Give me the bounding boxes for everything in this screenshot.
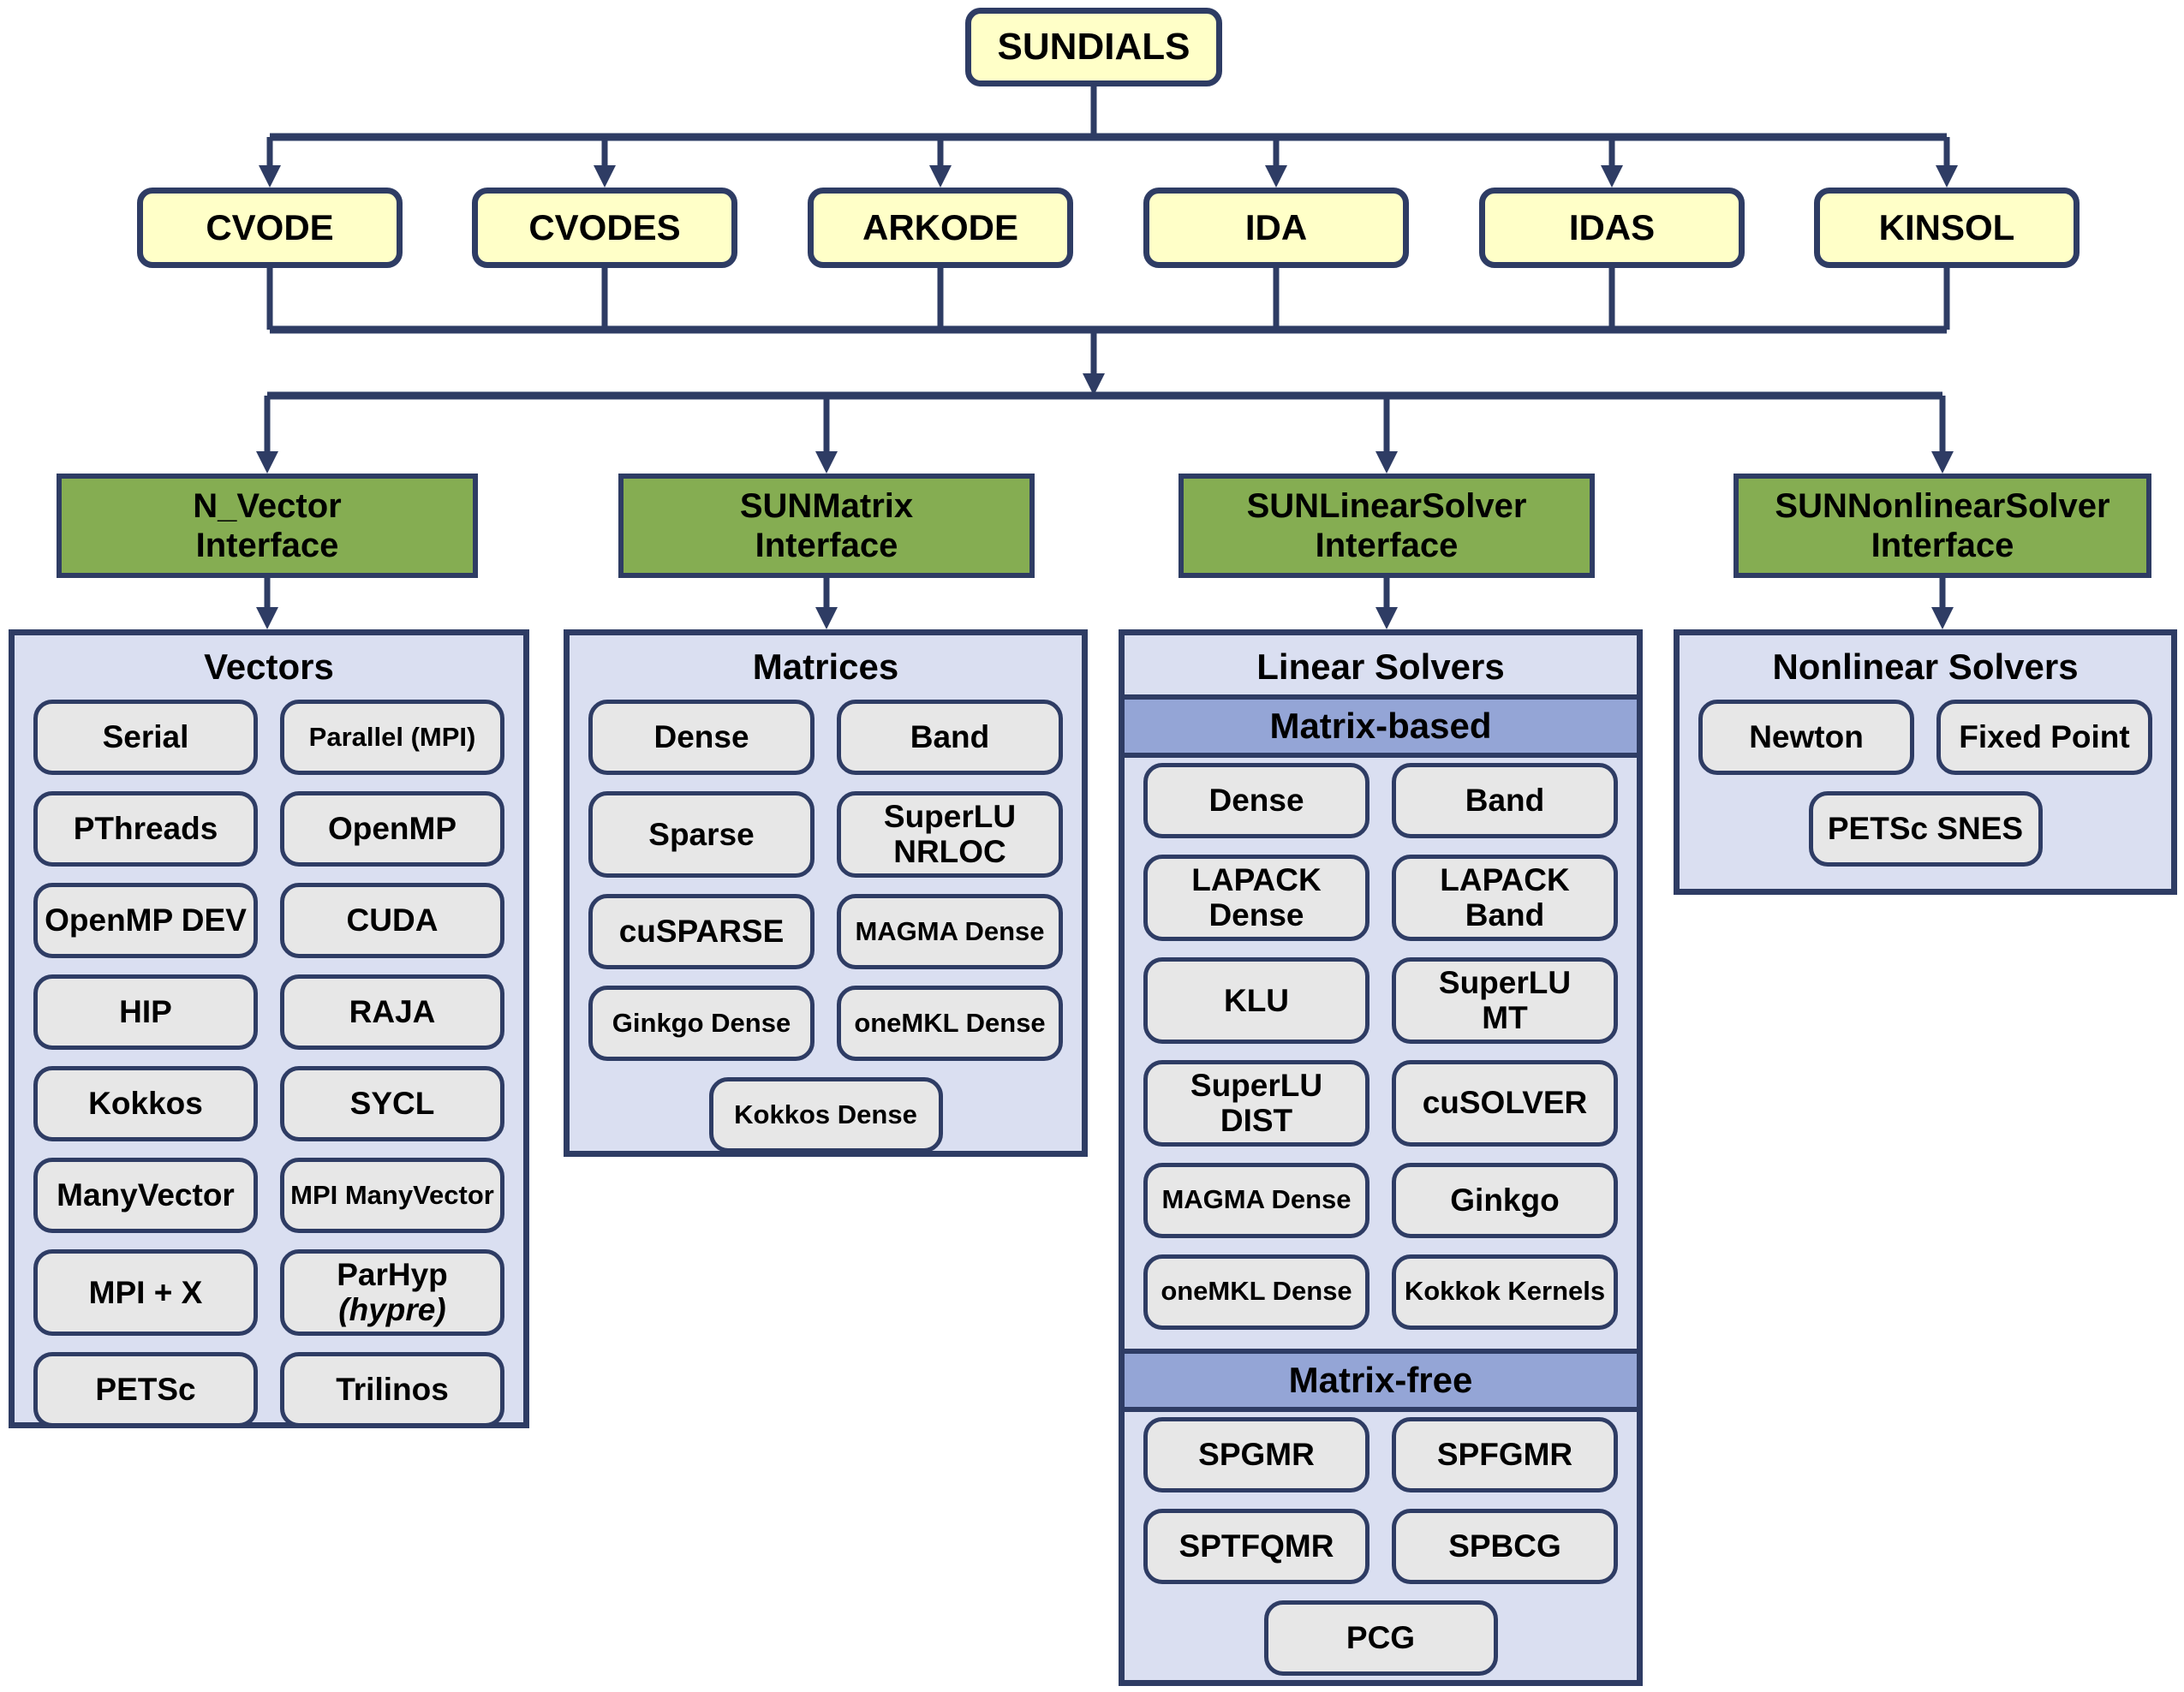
matrix-based-grid: Dense Band LAPACK Dense LAPACK Band KLU … (1125, 758, 1637, 1349)
grid-item: KLU (1143, 956, 1369, 1044)
grid-item: RAJA (280, 974, 504, 1050)
panel-linear-solvers: Linear Solvers Matrix-based Dense Band L… (1119, 629, 1643, 1686)
interface-label-line2: Interface (755, 527, 898, 564)
panel-vectors-grid: Serial Parallel (MPI) PThreads OpenMP Op… (15, 694, 523, 1446)
node-cvode: CVODE (137, 188, 403, 268)
grid-item: ManyVector (33, 1158, 258, 1233)
grid-item: Sparse (588, 791, 815, 878)
panel-nonlinear-grid: Newton Fixed Point PETSc SNES (1680, 694, 2171, 885)
matrix-free-grid: SPGMR SPFGMR SPTFQMR SPBCG PCG (1125, 1412, 1637, 1692)
node-sunlinearsolver-interface: SUNLinearSolver Interface (1179, 474, 1595, 578)
grid-item: SYCL (280, 1066, 504, 1141)
grid-item: cuSOLVER (1392, 1059, 1618, 1147)
grid-item: MAGMA Dense (1143, 1162, 1369, 1238)
grid-item: SPBCG (1392, 1508, 1618, 1584)
section-header-matrix-free: Matrix-free (1125, 1348, 1637, 1412)
grid-item: Trilinos (280, 1351, 504, 1427)
grid-item-parhyp: ParHyp (hypre) (280, 1249, 504, 1336)
interface-label-line1: SUNLinearSolver (1246, 487, 1527, 525)
panel-vectors-title: Vectors (204, 646, 334, 687)
grid-item: MPI ManyVector (280, 1158, 504, 1233)
node-sundials: SUNDIALS (965, 8, 1222, 86)
grid-item-footer: Kokkos Dense (708, 1076, 943, 1153)
grid-item: SuperLU MT (1392, 956, 1618, 1044)
panel-vectors: Vectors Serial Parallel (MPI) PThreads O… (9, 629, 529, 1428)
panel-nonlinear-title: Nonlinear Solvers (1772, 646, 2079, 687)
panel-matrices: Matrices Dense Band Sparse SuperLU NRLOC… (564, 629, 1088, 1157)
grid-item: SuperLU NRLOC (837, 791, 1063, 878)
grid-item: Serial (33, 700, 258, 775)
node-kinsol-label: KINSOL (1878, 207, 2015, 247)
node-idas: IDAS (1479, 188, 1745, 268)
grid-item: LAPACK Dense (1143, 855, 1369, 941)
node-ida: IDA (1143, 188, 1409, 268)
panel-nonlinear-solvers: Nonlinear Solvers Newton Fixed Point PET… (1674, 629, 2177, 895)
grid-item: Newton (1698, 700, 1914, 775)
grid-item: MAGMA Dense (837, 893, 1063, 969)
interface-label-line1: SUNNonlinearSolver (1775, 487, 2110, 525)
node-sunmatrix-interface: SUNMatrix Interface (618, 474, 1035, 578)
node-kinsol: KINSOL (1814, 188, 2080, 268)
grid-item: MPI + X (33, 1249, 258, 1336)
node-cvode-label: CVODE (206, 207, 334, 247)
node-sundials-label: SUNDIALS (997, 26, 1190, 68)
grid-item: HIP (33, 974, 258, 1050)
grid-item: Kokkok Kernels (1392, 1254, 1618, 1330)
interface-label-line1: N_Vector (193, 487, 342, 525)
panel-matrices-grid: Dense Band Sparse SuperLU NRLOC cuSPARSE… (570, 694, 1082, 1171)
node-idas-label: IDAS (1568, 207, 1656, 247)
node-cvodes-label: CVODES (528, 207, 681, 247)
interface-label-line2: Interface (195, 527, 339, 564)
node-cvodes: CVODES (472, 188, 737, 268)
grid-item: Dense (588, 700, 815, 775)
grid-item: SuperLU DIST (1143, 1059, 1369, 1147)
node-arkode-label: ARKODE (862, 207, 1018, 247)
panel-linear-title: Linear Solvers (1256, 646, 1505, 687)
panel-matrices-title: Matrices (752, 646, 899, 687)
grid-item: SPTFQMR (1143, 1508, 1369, 1584)
grid-item-footer: PCG (1263, 1600, 1498, 1676)
node-arkode: ARKODE (808, 188, 1073, 268)
grid-item: Ginkgo Dense (588, 985, 815, 1061)
grid-item: cuSPARSE (588, 893, 815, 969)
grid-item: Band (1392, 763, 1618, 838)
grid-item: Parallel (MPI) (280, 700, 504, 775)
grid-item: OpenMP (280, 791, 504, 867)
grid-item: SPGMR (1143, 1416, 1369, 1492)
grid-item: oneMKL Dense (1143, 1254, 1369, 1330)
grid-item-footer: PETSc SNES (1808, 791, 2043, 867)
grid-item: Band (837, 700, 1063, 775)
node-nvector-interface: N_Vector Interface (57, 474, 478, 578)
grid-item: PThreads (33, 791, 258, 867)
grid-item: Ginkgo (1392, 1162, 1618, 1238)
grid-item: SPFGMR (1392, 1416, 1618, 1492)
section-header-matrix-based: Matrix-based (1125, 694, 1637, 758)
grid-item: oneMKL Dense (837, 985, 1063, 1061)
grid-item: LAPACK Band (1392, 855, 1618, 941)
node-sunnonlinearsolver-interface: SUNNonlinearSolver Interface (1733, 474, 2151, 578)
grid-item: OpenMP DEV (33, 883, 258, 958)
grid-item: Kokkos (33, 1066, 258, 1141)
node-ida-label: IDA (1244, 207, 1308, 247)
grid-item: Fixed Point (1936, 700, 2152, 775)
grid-item: CUDA (280, 883, 504, 958)
grid-item: PETSc (33, 1351, 258, 1427)
interface-label-line2: Interface (1871, 527, 2014, 564)
interface-label-line2: Interface (1315, 527, 1459, 564)
grid-item: Dense (1143, 763, 1369, 838)
interface-label-line1: SUNMatrix (739, 487, 914, 525)
